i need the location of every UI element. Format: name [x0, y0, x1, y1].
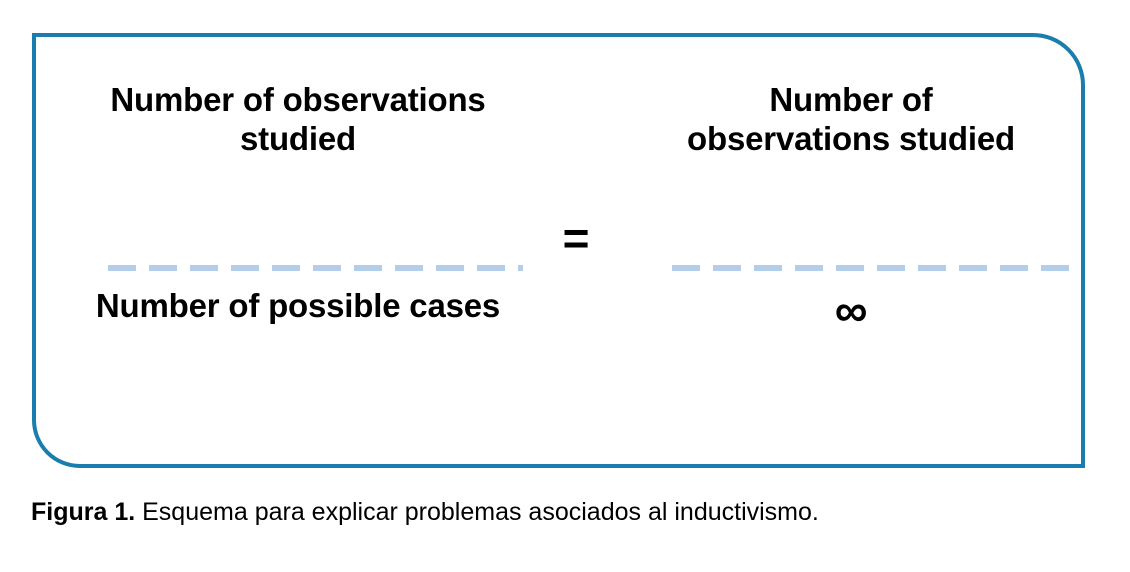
left-fraction-bar: [108, 265, 523, 271]
figure-caption-label: Figura 1.: [31, 498, 136, 526]
figure-caption-text: Esquema para explicar problemas asociado…: [135, 498, 819, 526]
diagram-border-box: Number of observations studied Number of…: [32, 33, 1085, 468]
left-fraction-numerator: Number of observations studied: [110, 81, 486, 157]
infinity-icon: ∞: [834, 284, 868, 336]
equals-sign: =: [562, 212, 590, 264]
figure-caption: Figura 1. Esquema para explicar problema…: [31, 497, 819, 527]
right-fraction-denominator: ∞: [616, 287, 1086, 335]
right-fraction-numerator: Number of observations studied: [687, 81, 1015, 157]
left-fraction: Number of observations studied Number of…: [58, 67, 538, 407]
equation: Number of observations studied Number of…: [36, 37, 1082, 464]
left-fraction-denominator: Number of possible cases: [95, 287, 501, 324]
right-fraction-bar: [672, 265, 1082, 271]
right-fraction: Number of observations studied ∞: [616, 67, 1086, 407]
